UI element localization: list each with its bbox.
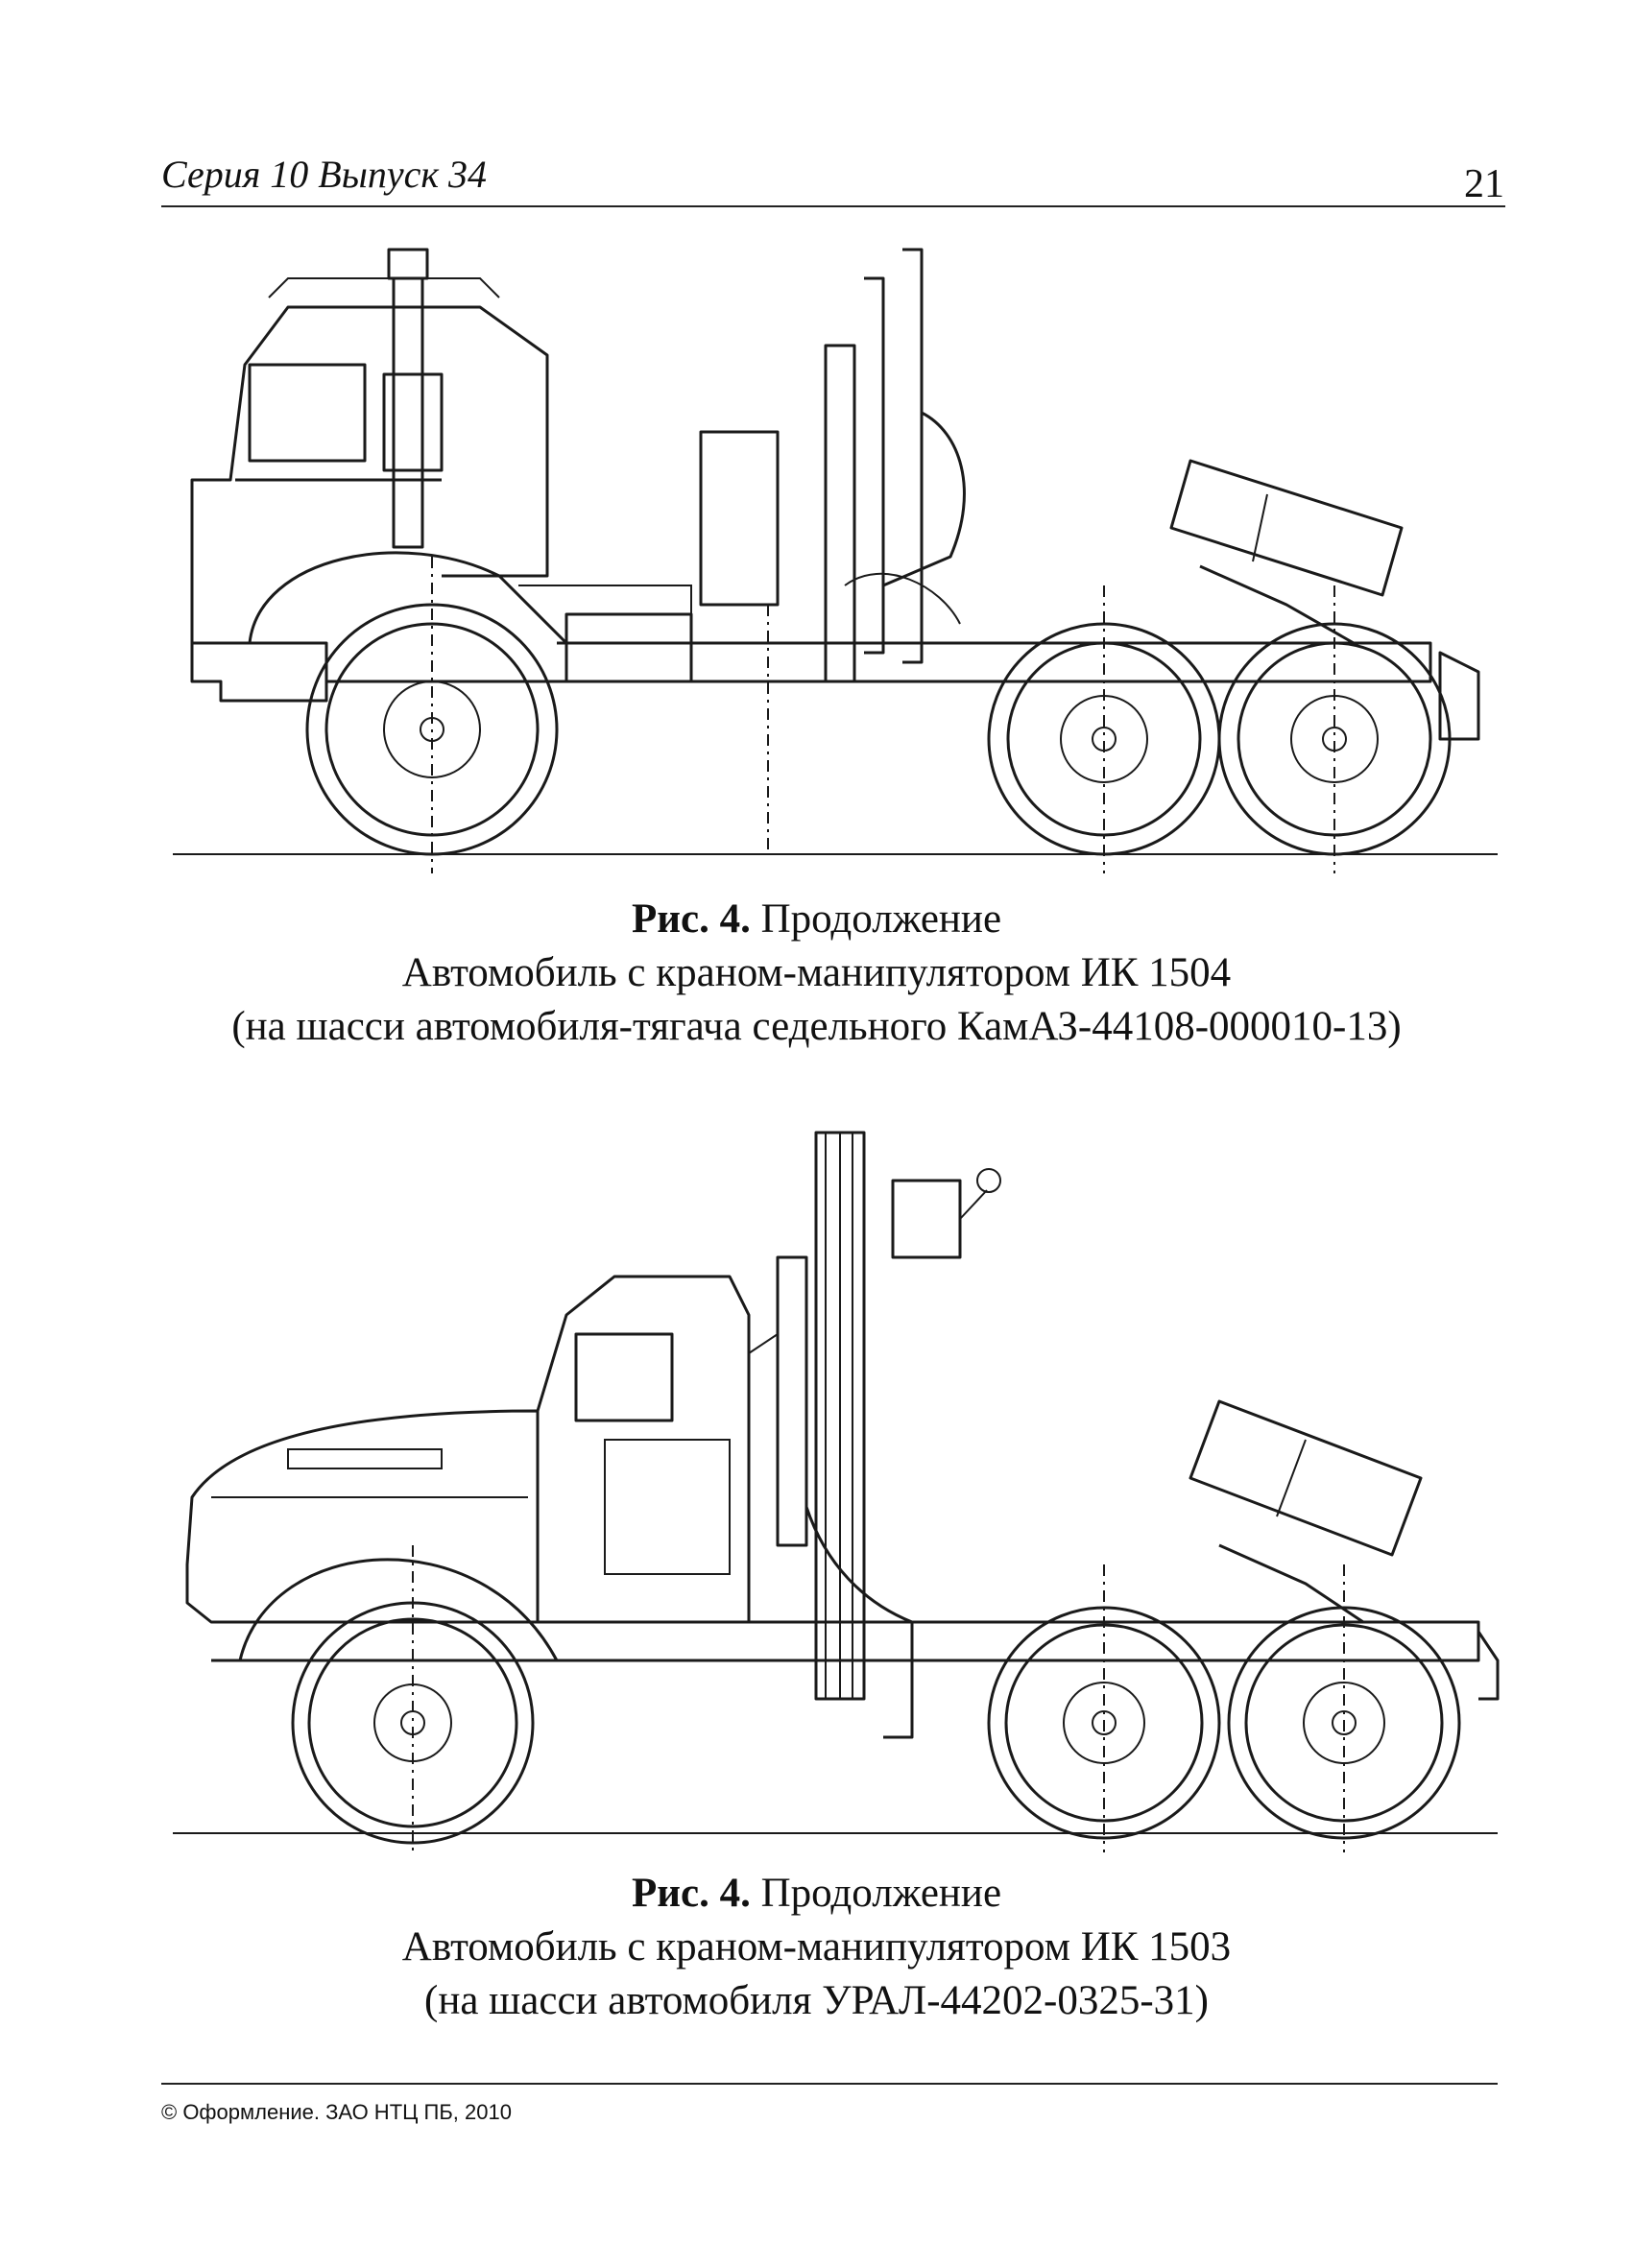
figure-1-label: Рис. 4. (631, 896, 751, 942)
footer-rule (161, 2083, 1498, 2085)
figure-1-title: Продолжение (760, 896, 1002, 942)
header-rule (161, 205, 1505, 207)
page-number: 21 (1464, 162, 1504, 206)
running-head: Серия 10 Выпуск 34 (161, 153, 488, 196)
figure-2-caption-line-2: (на шасси автомобиля УРАЛ-44202-0325-31) (424, 1978, 1209, 2023)
figure-ural-drawing (154, 1123, 1517, 1852)
figure-2-title: Продолжение (760, 1871, 1002, 1916)
figure-kamaz-drawing (154, 240, 1517, 873)
figure-1-caption-line-2: (на шасси автомобиля-тягача седельного К… (231, 1004, 1402, 1049)
ural-truck-illustration (173, 1131, 1500, 1852)
figure-1-caption: Рис. 4. Продолжение Автомобиль с краном-… (96, 893, 1537, 1054)
figure-2-caption: Рис. 4. Продолжение Автомобиль с краном-… (96, 1867, 1537, 2028)
figure-2-caption-line-1: Автомобиль с краном-манипулятором ИК 150… (401, 1924, 1232, 1970)
kamaz-truck-illustration (173, 248, 1498, 873)
figure-2-label: Рис. 4. (631, 1871, 751, 1916)
footer-copyright: © Оформление. ЗАО НТЦ ПБ, 2010 (161, 2100, 512, 2124)
figure-1-caption-line-1: Автомобиль с краном-манипулятором ИК 150… (401, 950, 1232, 995)
